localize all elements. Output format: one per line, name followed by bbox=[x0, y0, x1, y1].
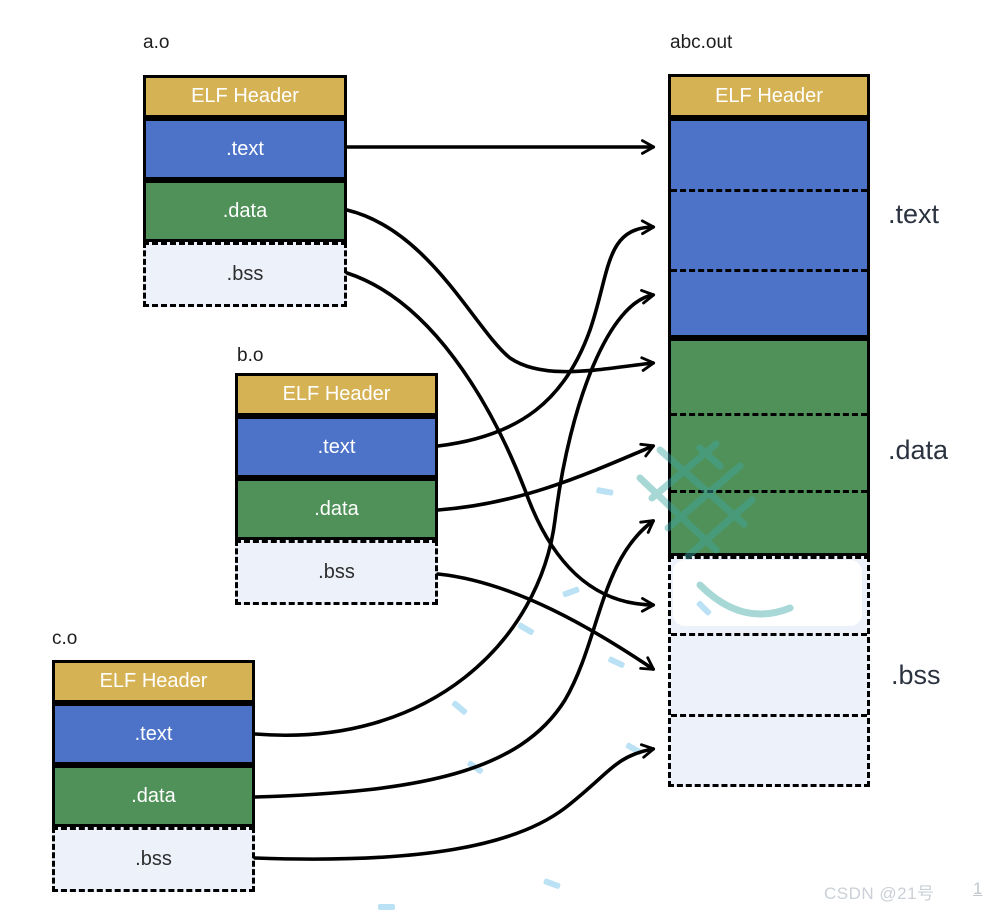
watermark-fleck bbox=[378, 904, 395, 910]
output-section-label-text: .text bbox=[888, 199, 940, 229]
b-o-section-text: .text bbox=[235, 416, 438, 478]
abc-out-merged-section-data bbox=[668, 338, 870, 556]
watermark-fleck bbox=[562, 586, 580, 598]
link-arrow-b-o-data-to-data-2 bbox=[436, 442, 656, 512]
c-o-section-elf-header: ELF Header bbox=[52, 660, 255, 703]
merged-slot-divider bbox=[671, 189, 867, 192]
watermark-fleck bbox=[596, 487, 614, 496]
output-section-label-data: .data bbox=[888, 435, 949, 465]
file-label-c-o: c.o bbox=[52, 628, 78, 649]
b-o-section-data: .data bbox=[235, 478, 438, 540]
a-o-section-data: .data bbox=[143, 180, 347, 242]
watermark-fleck bbox=[543, 878, 561, 889]
b-o-section-elf-header: ELF Header bbox=[235, 373, 438, 416]
watermark-fleck bbox=[608, 656, 625, 668]
c-o-section-bss: .bss bbox=[52, 827, 255, 892]
c-o-section-text: .text bbox=[52, 703, 255, 765]
watermark-fleck bbox=[517, 622, 534, 635]
link-arrow-a-o-data-to-data-1 bbox=[345, 208, 656, 374]
output-section-label-bss: .bss bbox=[891, 660, 941, 690]
a-o-section-elf-header: ELF Header bbox=[143, 75, 347, 118]
watermark-fleck bbox=[451, 700, 468, 715]
watermark-fleck bbox=[625, 742, 642, 755]
abc-out-merged-section-bss bbox=[668, 556, 870, 787]
b-o-section-bss: .bss bbox=[235, 540, 438, 605]
watermark-fleck bbox=[467, 760, 484, 774]
file-label-a-o: a.o bbox=[143, 32, 170, 53]
a-o-section-text: .text bbox=[143, 118, 347, 180]
link-arrow-b-o-bss-to-bss-2 bbox=[436, 572, 656, 671]
merged-slot-divider bbox=[671, 490, 867, 493]
link-arrow-b-o-text-to-text-2 bbox=[436, 219, 656, 448]
abc-out-section-elf-header: ELF Header bbox=[668, 74, 870, 118]
a-o-section-bss: .bss bbox=[143, 242, 347, 307]
c-o-section-data: .data bbox=[52, 765, 255, 827]
abc-out-merged-section-text bbox=[668, 118, 870, 338]
merged-slot-divider bbox=[671, 413, 867, 416]
file-label-abc-out: abc.out bbox=[670, 32, 733, 53]
link-arrow-c-o-bss-to-bss-3 bbox=[253, 743, 656, 861]
watermark-text: CSDN @21号 bbox=[824, 884, 935, 903]
file-label-b-o: b.o bbox=[237, 345, 264, 366]
page-number: 1 bbox=[973, 879, 983, 898]
merged-slot-divider bbox=[671, 714, 867, 717]
merged-slot-divider bbox=[671, 633, 867, 636]
merged-slot-divider bbox=[671, 269, 867, 272]
